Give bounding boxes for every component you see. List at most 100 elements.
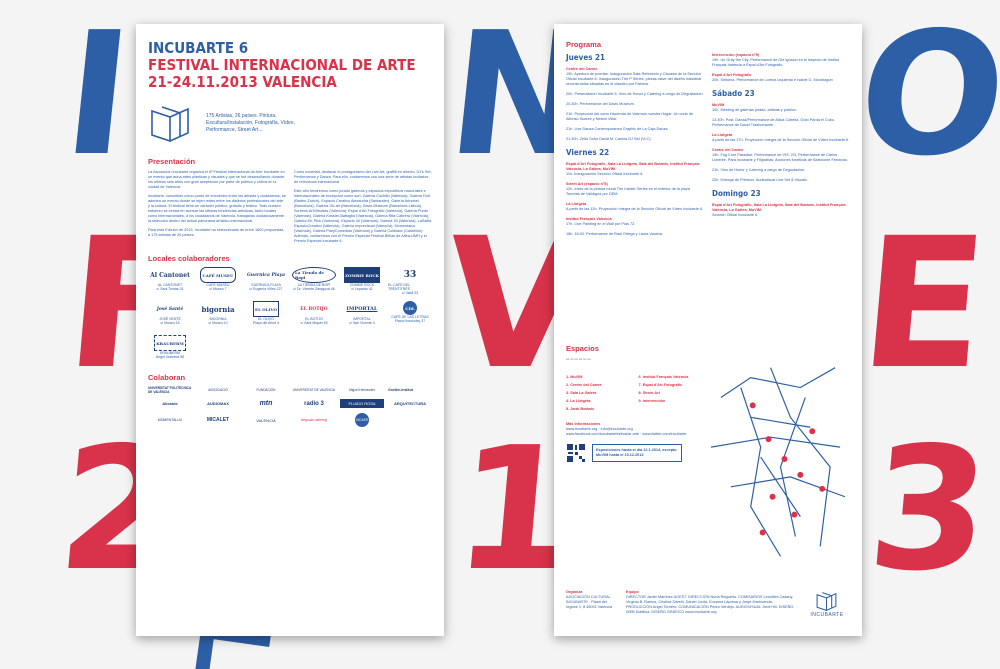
day-sabado: Sábado 23 <box>712 89 755 98</box>
program-text: 17h. Live Painting en el Wall por Pías 7… <box>566 222 636 226</box>
poster-title-line2: FESTIVAL INTERNACIONAL DE ARTE <box>148 56 416 74</box>
sponsor-logo: degusta catering <box>301 418 327 422</box>
program-text: 20.30h. Performance del Davis Museum. <box>566 102 635 106</box>
program-place: Street Art (espacio nº8) <box>566 182 608 186</box>
incubarte-logo-icon <box>151 106 189 143</box>
map-illustration <box>711 367 846 557</box>
program-text: 10h. Meeting de galerías jurado, artista… <box>712 108 797 112</box>
espacio-item: 9. Intervención <box>638 399 666 403</box>
presentacion-paragraph-2: Incubarte, concebido como punto de encue… <box>148 194 286 223</box>
presentacion-paragraph-5: Este año tendremos como jurado galerías … <box>294 189 432 243</box>
sponsor-logo: XICAFE <box>355 413 369 427</box>
program-text: 13.30h. Post. Danza/Performance de Alici… <box>712 118 836 127</box>
organiza-title: Organiza <box>566 590 583 594</box>
program-text: 22h. Entrega de Premios. Audiovisual Liv… <box>712 178 807 182</box>
espacio-item: 7. Espai d'Art Fotogràfic <box>638 383 683 387</box>
espacios-title: Espacios <box>566 344 599 353</box>
espacios-list: 1. MuVIM 6. Institut Français Valencia 2… <box>566 375 705 412</box>
sponsor-logo: Alicante <box>162 401 178 406</box>
program-place: MuVIM <box>712 103 725 107</box>
program-place: Intervención (espacio nº9) <box>712 53 760 57</box>
sponsor-logo: radio 3 <box>304 400 324 407</box>
program-place: La Llotgeta <box>712 133 733 137</box>
poster-title-line1: INCUBARTE 6 <box>148 39 249 57</box>
poster-title-line3: 21-24.11.2013 VALENCIA <box>148 73 337 91</box>
presentacion-title: Presentación <box>148 157 196 166</box>
qr-code-icon <box>566 443 586 463</box>
presentacion-paragraph-3: Para esta Edición de 2013, Incubarte ha … <box>148 228 285 237</box>
day-viernes: Viernes 22 <box>566 148 610 157</box>
poster-stats: 175 Artistas, 26 países. Pintura, Escult… <box>206 112 295 133</box>
sponsor-logo: VALENCIA <box>256 417 276 423</box>
program-text: 21h. Proyección del corto Hacienda de Va… <box>566 112 694 121</box>
day-domingo: Domingo 23 <box>712 189 761 198</box>
program-place: Centre del Carme <box>712 148 744 152</box>
sponsor-logo: ASSOCIACIÓ <box>208 388 228 392</box>
locales-title: Locales colaboradores <box>148 254 230 263</box>
sponsor-logo: mtn <box>259 400 273 407</box>
program-text: 20h. Sintoma. Performance de Lorena Izqu… <box>712 78 833 82</box>
mas-info-title: Más Informaciones <box>566 422 601 426</box>
espacio-item: 8. Street Art <box>638 391 660 395</box>
poster-front: INCUBARTE 6 FESTIVAL INTERNACIONAL DE AR… <box>136 24 444 636</box>
social-links: www.facebook.com/incubartefestivalde art… <box>566 432 687 436</box>
sponsor-logo: MOMENTALUX <box>157 418 183 422</box>
presentacion-paragraph-4: Como novedad, destacar el protagonismo d… <box>294 170 432 184</box>
sponsor-logo: FUNDACIÓN <box>256 388 276 392</box>
program-place: La Llotgeta <box>566 202 587 206</box>
equipo-title: Equipo <box>626 590 639 594</box>
program-text: 19h. Un Gray the City. Performance de Ol… <box>712 58 839 67</box>
program-text: 21h. Live Danza Contemporánea Graphic de… <box>566 127 669 131</box>
presentacion-paragraph-1: La Asociación Incubarte organiza el 6º F… <box>148 170 285 189</box>
program-text: A partir de las 12h. Proyección íntegra … <box>566 207 704 211</box>
programa-title: Programa <box>566 40 602 49</box>
program-text: 12h. Inicio de la pintura mural The Insi… <box>566 187 691 196</box>
sponsor-logo: UNIVERSITAT DE VALÈNCIA <box>292 388 336 392</box>
program-place: Espai d'Art Fotogràfic <box>712 73 752 77</box>
espacio-item: 4. La Llotgeta <box>566 399 591 403</box>
day-jueves: Jueves 21 <box>566 53 606 62</box>
mas-info-text: www.incubarte.org · info@incubarte.org <box>566 427 633 431</box>
program-text: 19h. Fog Core Paradise. Performance de V… <box>712 153 848 162</box>
program-text: Sección Oficial Incubarte 6. <box>712 213 759 217</box>
sponsor-logo: FLUIDO ROSA <box>340 399 384 408</box>
expo-info-box: Exposiciones hasta el día 12.1.2014, exc… <box>592 444 682 462</box>
espacio-item: 3. Sala La Galera <box>566 391 597 395</box>
sponsor-logo: UNIVERSITAT POLITÈCNICA DE VALÈNCIA <box>148 386 192 394</box>
bg-letter-e: E <box>852 200 991 409</box>
program-place: Institut Français Valencia <box>566 217 612 221</box>
espacio-item: 2. Centre del Carme <box>566 383 602 387</box>
organiza-text: ASOCIACIÓN CULTURAL INCUBARTE · Plaza de… <box>566 595 613 609</box>
bg-letter-o: O <box>849 0 1000 194</box>
espacios-logos: ▭ ▭ ▭ ▭ ▭ ▭ <box>566 357 591 361</box>
sponsor-logo: Miguel Hernández <box>349 388 375 392</box>
bg-digit-3: 3 <box>861 411 993 609</box>
program-text: A partir de las 17h. Proyección íntegra … <box>712 138 850 142</box>
espacio-item: 1. MuVIM <box>566 375 583 379</box>
program-text: 11h. Inauguración Sección Oficial Incuba… <box>566 172 644 176</box>
sponsor-logo: AUDIOMAX <box>207 401 229 406</box>
sponsor-logo: Goethe-Institut <box>388 388 413 392</box>
equipo-text: DIRECTOR Javier Martínez AGEST. DIRECCIÓ… <box>626 595 794 614</box>
espacio-item: 5. Jardí Botànic <box>566 407 595 411</box>
program-text: 21h. Vino de Honor y Catering a cargo de… <box>712 168 806 172</box>
program-place: Centre del Carme <box>566 67 598 71</box>
program-text: 21.30h. Zeito Soho David M. Cantos DJ Se… <box>566 137 651 141</box>
colaboran-logos: UNIVERSITAT POLITÈCNICA DE VALÈNCIA ASSO… <box>148 386 432 427</box>
colaboran-title: Colaboran <box>148 373 186 382</box>
program-text: 19h. Apertura de puertas. Inauguración S… <box>566 72 702 86</box>
